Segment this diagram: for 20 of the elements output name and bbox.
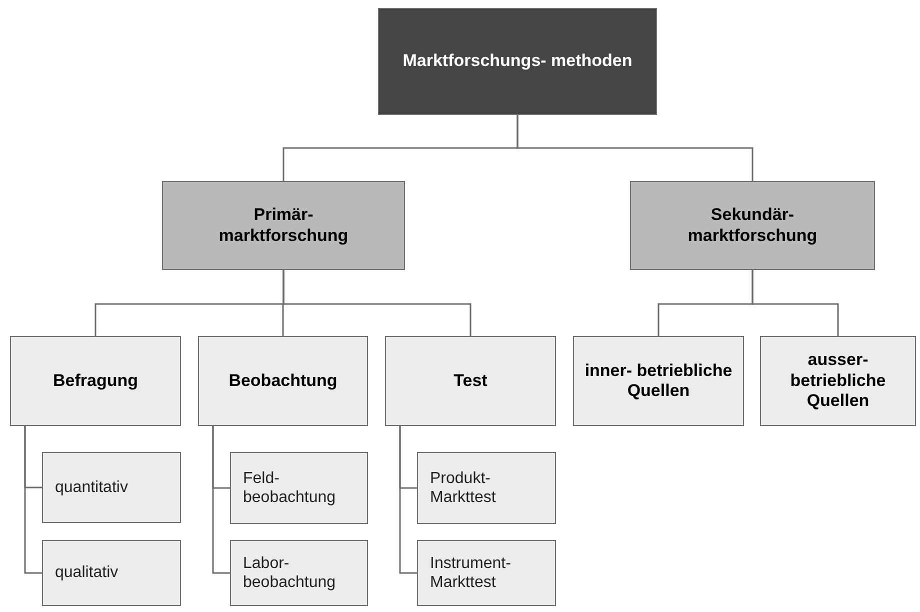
method-box: Beobachtung bbox=[198, 336, 368, 426]
method-box: ausser- betriebliche Quellen bbox=[760, 336, 916, 426]
connector-line bbox=[752, 270, 839, 336]
connector-line bbox=[24, 426, 42, 574]
sub-method-box: Produkt- Markttest bbox=[417, 452, 556, 524]
root-box: Marktforschungs- methoden bbox=[378, 8, 657, 115]
method-box: Befragung bbox=[10, 336, 181, 426]
connector-line bbox=[516, 115, 754, 181]
connector-line bbox=[212, 426, 230, 574]
category-box: Sekundär- marktforschung bbox=[630, 181, 875, 270]
sub-method-box: Labor- beobachtung bbox=[230, 540, 368, 606]
method-box: Test bbox=[385, 336, 556, 426]
sub-method-box: quantitativ bbox=[42, 452, 181, 523]
category-box: Primär- marktforschung bbox=[162, 181, 405, 270]
sub-method-box: Feld- beobachtung bbox=[230, 452, 368, 524]
method-box: inner- betriebliche Quellen bbox=[573, 336, 744, 426]
connector-line bbox=[282, 270, 472, 336]
connector-line bbox=[399, 426, 417, 574]
sub-method-box: qualitativ bbox=[42, 540, 181, 606]
sub-method-box: Instrument- Markttest bbox=[417, 540, 556, 606]
